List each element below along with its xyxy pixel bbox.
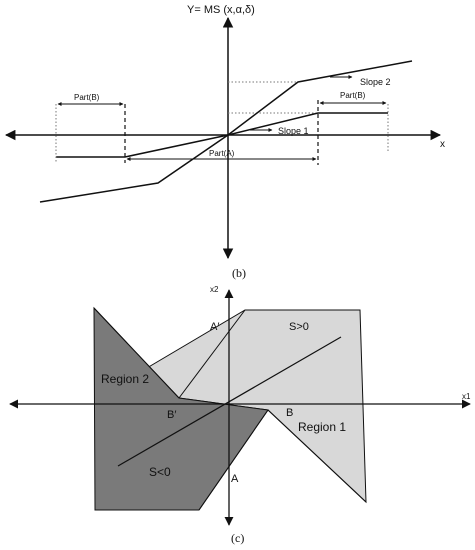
c-x-axis-label: x1 [462, 392, 471, 401]
c-switching-line [117, 336, 342, 467]
b-partb-right-label: Part(B) [340, 91, 366, 100]
c-caption: (c) [231, 531, 244, 545]
b-partb-left-label: Part(B) [74, 93, 100, 102]
b-caption: (b) [232, 266, 246, 280]
c-boundary-lower [198, 409, 269, 511]
c-label-s-neg: S<0 [149, 465, 171, 479]
b-y-axis-label: Y= MS (x,α,δ) [187, 4, 255, 16]
panel-b: Y= MS (x,α,δ) x Part(B) Part(B) Part(A) … [4, 4, 445, 280]
b-parta-label: Part(A) [209, 149, 235, 158]
c-label-a-prime: A′ [210, 321, 219, 333]
c-label-a: A [231, 473, 239, 485]
b-slope2-label: Slope 2 [360, 77, 391, 87]
c-label-region2: Region 2 [101, 372, 149, 386]
c-boundary-right [267, 409, 367, 503]
c-label-b: B [286, 407, 293, 419]
panel-c: x2 x1 A′ S>0 Region 2 B′ B Region 1 S<0 … [9, 285, 471, 545]
c-y-axis-label: x2 [210, 285, 219, 294]
b-saturation-function [39, 60, 413, 203]
c-label-s-pos: S>0 [289, 321, 309, 333]
c-boundary-upper [178, 309, 246, 399]
c-label-region1: Region 1 [298, 420, 346, 434]
c-boundary-left [93, 307, 180, 399]
b-x-axis-label: x [440, 139, 445, 150]
c-label-b-prime: B′ [167, 409, 176, 421]
b-slope1-label: Slope 1 [278, 126, 309, 136]
